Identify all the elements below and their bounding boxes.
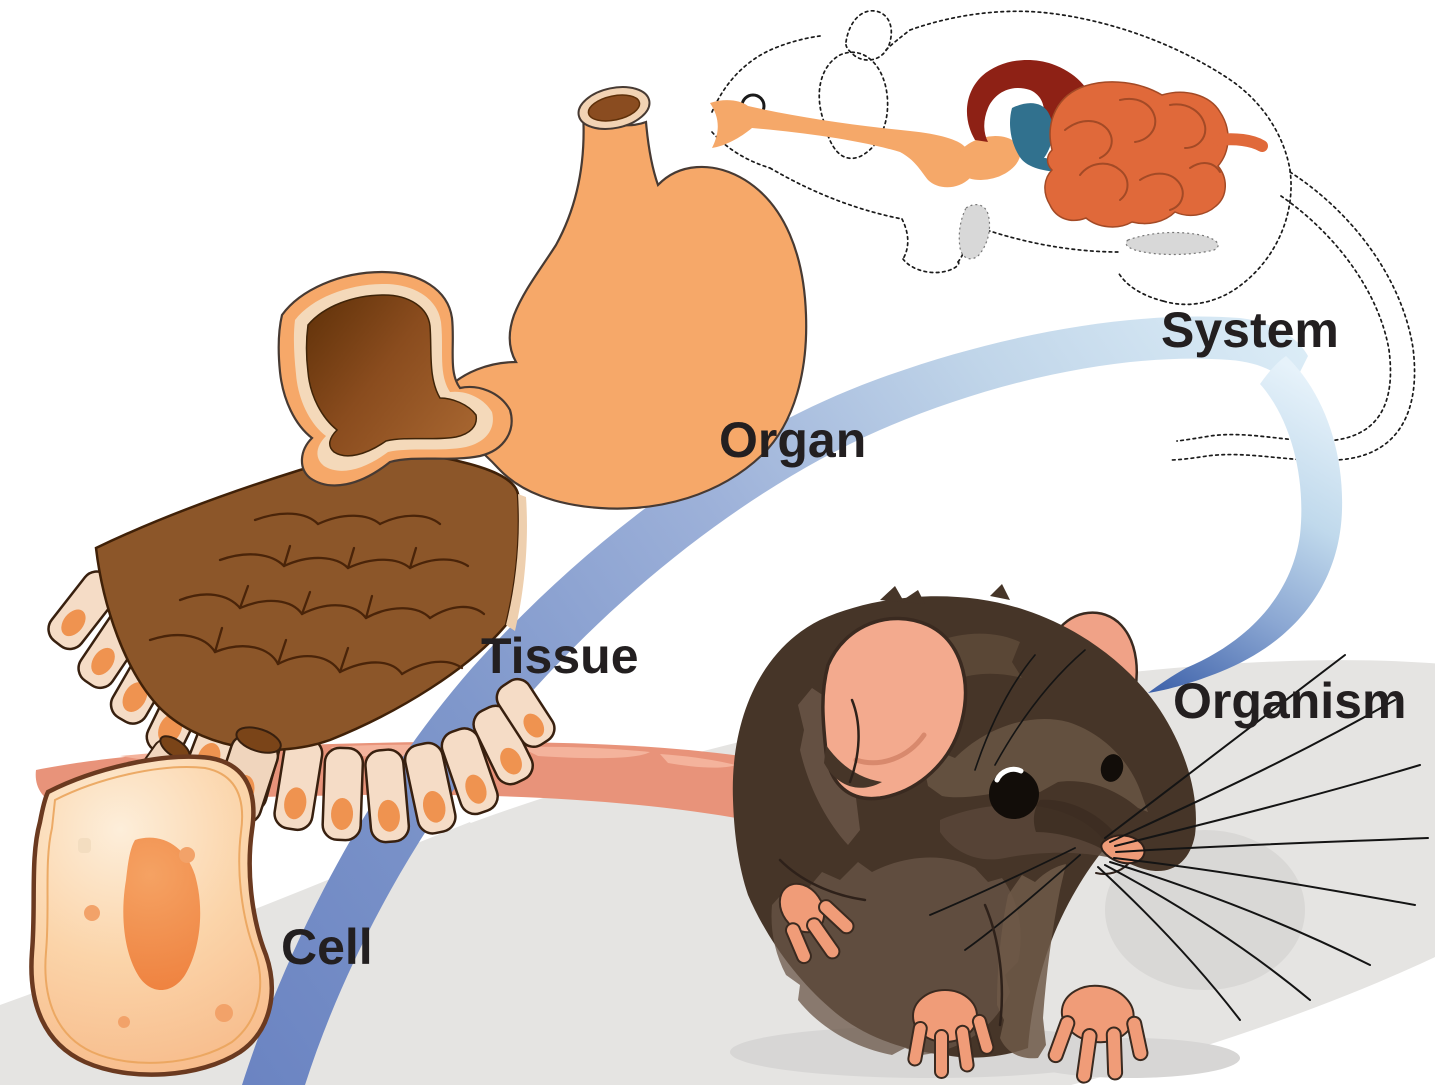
stomach-body <box>428 110 808 510</box>
progression-arrow-falling <box>1148 356 1343 693</box>
mouse-outline-dotted <box>711 10 1416 462</box>
cell-nucleus <box>123 837 201 990</box>
tissue-illustration <box>47 454 556 844</box>
digestive-tract <box>710 60 1268 228</box>
label-cell: Cell <box>281 919 373 975</box>
stomach-small <box>955 135 1021 181</box>
mouse-whiskers <box>929 649 1429 1021</box>
organ-illustration <box>277 86 808 510</box>
mouse-front-paw-left <box>778 882 855 965</box>
esophagus <box>710 100 975 188</box>
stage-labels: Cell Tissue Organ System Organism <box>281 302 1406 975</box>
mouse-front-paw-center <box>907 989 995 1079</box>
mouse-eye <box>989 769 1039 819</box>
cell-illustration <box>29 754 274 1077</box>
label-organ: Organ <box>719 412 866 468</box>
stomach-teal <box>1010 103 1057 172</box>
stomach-wall-section <box>277 270 513 487</box>
mouse-nose <box>1100 834 1146 865</box>
tissue-texture <box>148 512 486 676</box>
progression-arrow-rising <box>242 316 1308 1085</box>
organism-illustration <box>730 584 1429 1084</box>
mouse-paw-right <box>1047 984 1149 1084</box>
label-organism: Organism <box>1173 673 1406 729</box>
system-illustration <box>710 10 1416 462</box>
label-system: System <box>1161 302 1339 358</box>
label-tissue: Tissue <box>481 628 639 684</box>
intestines <box>1044 81 1229 228</box>
mouse-far-eye <box>1100 754 1124 782</box>
